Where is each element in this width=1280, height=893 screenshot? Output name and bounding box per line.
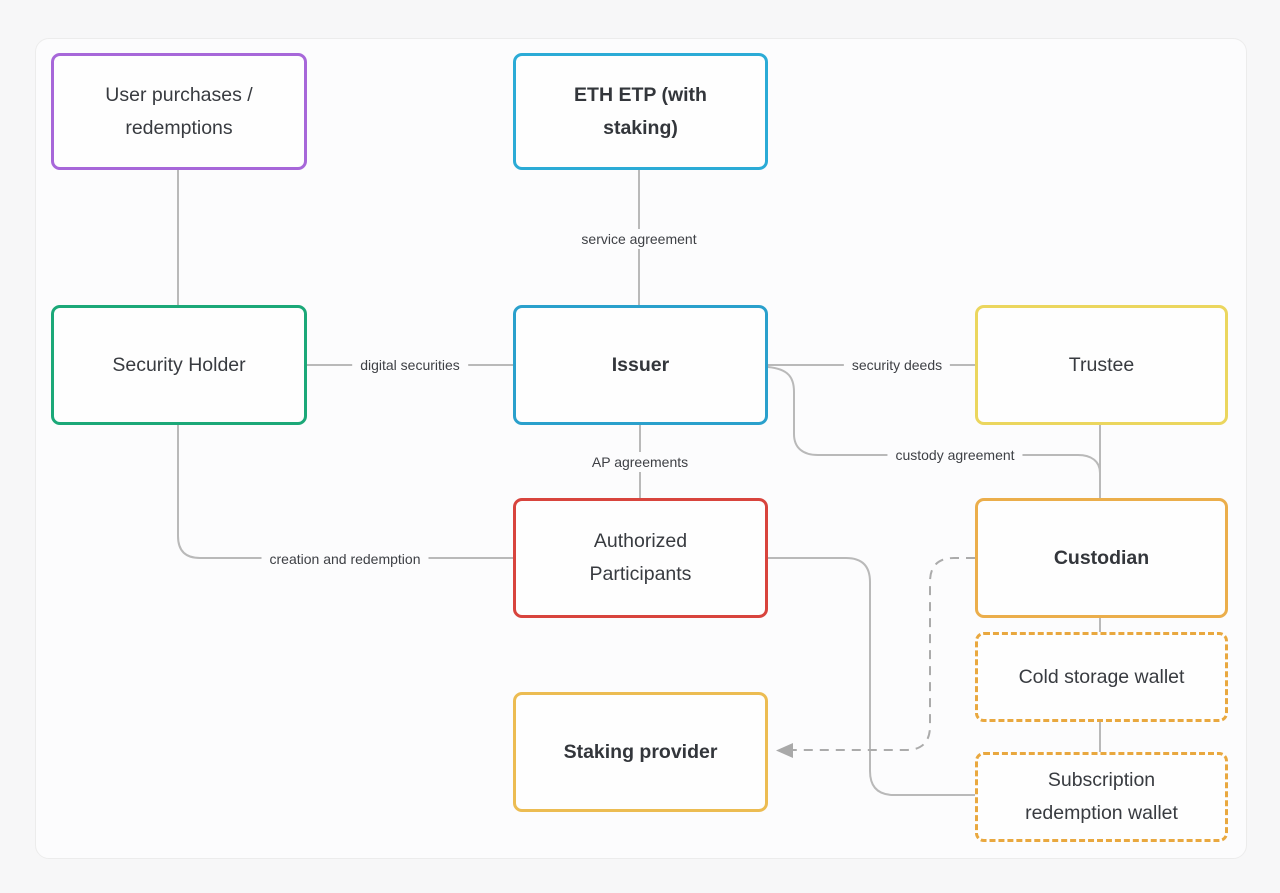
node-subscription-redemption-wallet: Subscription redemption wallet	[975, 752, 1228, 842]
node-label: Cold storage wallet	[1018, 665, 1185, 688]
node-label: Authorized Participants	[589, 530, 692, 585]
node-security-holder: Security Holder	[51, 305, 307, 425]
node-label: Issuer	[611, 353, 670, 376]
edge-label-service-agreement: service agreement	[573, 229, 705, 249]
node-label: User purchases / redemptions	[105, 83, 253, 139]
node-label: Custodian	[1053, 546, 1150, 569]
node-eth-etp-with-staking: ETH ETP (with staking)	[513, 53, 768, 170]
node-authorized-participants: Authorized Participants	[513, 498, 768, 618]
node-trustee: Trustee	[975, 305, 1228, 425]
node-label: Security Holder	[112, 353, 246, 376]
node-label: Trustee	[1068, 353, 1135, 376]
node-label: ETH ETP (with staking)	[574, 83, 707, 139]
node-label: Staking provider	[563, 740, 718, 763]
node-cold-storage-wallet: Cold storage wallet	[975, 632, 1228, 722]
edge-label-ap-agreements: AP agreements	[583, 452, 697, 472]
node-custodian: Custodian	[975, 498, 1228, 618]
edge-label-digital-securities: digital securities	[352, 355, 468, 375]
node-staking-provider: Staking provider	[513, 692, 768, 812]
node-issuer: Issuer	[513, 305, 768, 425]
edge-label-security-deeds: security deeds	[843, 355, 951, 375]
node-label: Subscription redemption wallet	[1025, 769, 1178, 824]
node-user-purchases-redemptions: User purchases / redemptions	[51, 53, 307, 170]
edge-label-custody-agreement: custody agreement	[887, 445, 1023, 465]
edge-label-creation-and-redemption: creation and redemption	[261, 549, 429, 569]
